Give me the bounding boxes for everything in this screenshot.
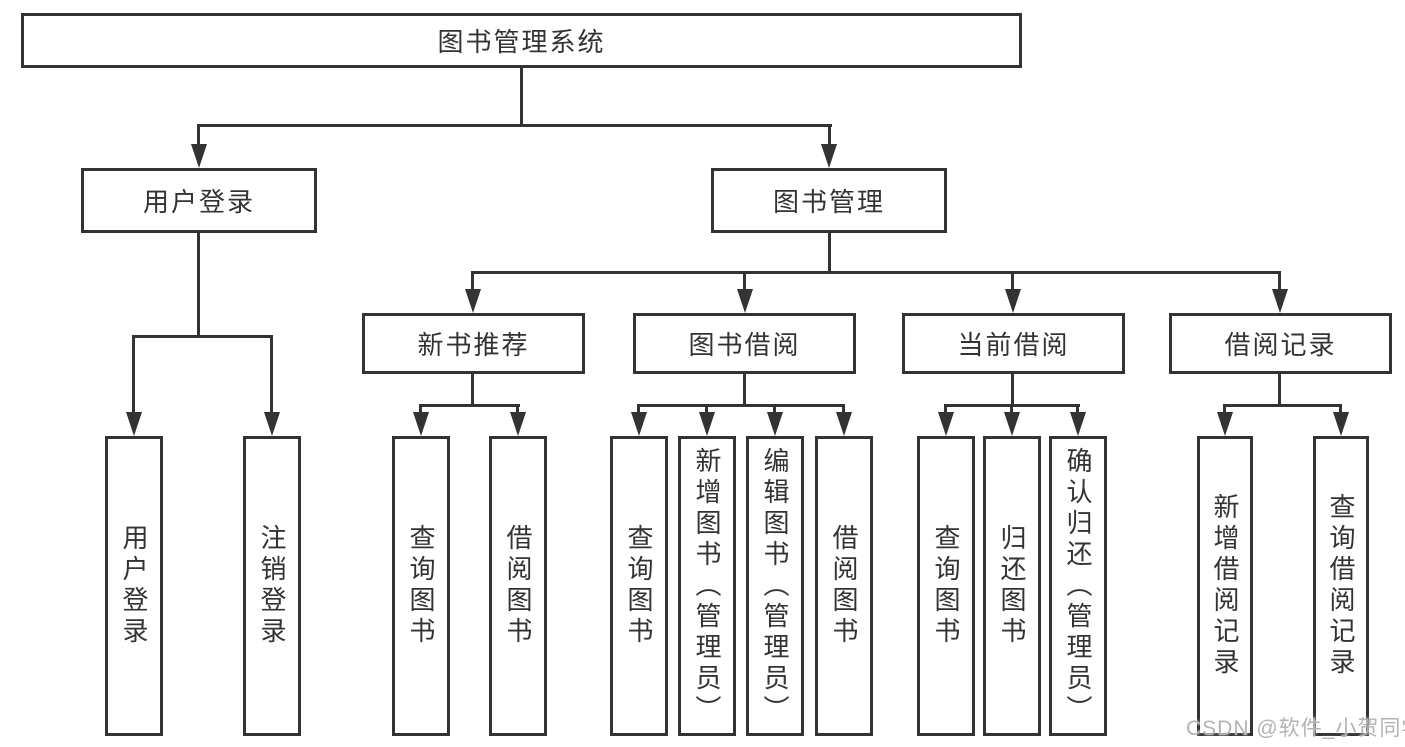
arrowhead: [1217, 412, 1233, 436]
node-book-management-label: 图书管理: [772, 187, 885, 217]
csdn-watermark: CSDN @软件_小贺同学: [1186, 717, 1405, 740]
leaf-logout-label: 注销登录: [257, 524, 287, 648]
connector-user-login-drop-1: [132, 335, 135, 415]
connector-book-management-drop-2: [743, 271, 746, 293]
connector-user-login-drop-2: [270, 335, 273, 415]
node-user-login: 用户登录: [81, 168, 317, 233]
connector-book-management-drop-3: [1011, 271, 1014, 293]
connector-book-borrowing-hline: [637, 404, 845, 407]
connector-root-drop-left: [197, 124, 200, 148]
leaf-query-books-borrowing-label: 查询图书: [624, 524, 654, 648]
leaf-confirm-return-admin: 确认归还（管理员）: [1049, 436, 1107, 736]
connector-book-borrowing-drop-4: [842, 404, 845, 416]
leaf-query-books-recommend: 查询图书: [392, 436, 450, 736]
leaf-borrow-books-recommend-label: 借阅图书: [503, 524, 533, 648]
leaf-borrow-books-label: 借阅图书: [829, 524, 859, 648]
leaf-edit-books-admin-label: 编辑图书（管理员）: [760, 446, 790, 726]
connector-book-borrowing-drop-2: [705, 404, 708, 416]
leaf-return-books-label: 归还图书: [997, 524, 1027, 648]
connector-book-management-hline: [471, 271, 1281, 274]
leaf-query-borrow-record-label: 查询借阅记录: [1326, 493, 1356, 679]
connector-new-book-hline: [419, 404, 520, 407]
connector-new-book-stem: [471, 374, 474, 407]
connector-root-stem: [520, 68, 523, 127]
arrowhead: [1004, 412, 1020, 436]
arrowhead: [1005, 289, 1021, 313]
node-current-borrowing-label: 当前借阅: [957, 330, 1070, 360]
connector-book-borrowing-stem: [743, 374, 746, 407]
arrowhead: [767, 412, 783, 436]
arrowhead: [465, 289, 481, 313]
connector-book-borrowing-drop-1: [637, 404, 640, 416]
arrowhead: [191, 144, 207, 168]
node-book-borrowing: 图书借阅: [633, 313, 856, 374]
leaf-query-books-borrowing: 查询图书: [610, 436, 668, 736]
leaf-query-books-current: 查询图书: [917, 436, 975, 736]
arrowhead: [1272, 289, 1288, 313]
connector-user-login-stem: [197, 233, 200, 338]
node-new-book-recommendation-label: 新书推荐: [417, 330, 530, 360]
node-user-login-label: 用户登录: [142, 187, 255, 217]
arrowhead: [631, 412, 647, 436]
leaf-borrow-books-recommend: 借阅图书: [489, 436, 547, 736]
connector-book-management-stem: [828, 233, 831, 274]
node-book-borrowing-label: 图书借阅: [688, 330, 801, 360]
leaf-add-borrow-record-label: 新增借阅记录: [1210, 493, 1240, 679]
connector-book-management-drop-1: [471, 271, 474, 293]
connector-book-management-drop-4: [1278, 271, 1281, 293]
leaf-borrow-books: 借阅图书: [815, 436, 873, 736]
leaf-add-borrow-record: 新增借阅记录: [1197, 436, 1253, 736]
leaf-return-books: 归还图书: [983, 436, 1041, 736]
connector-root-drop-right: [828, 124, 831, 148]
arrowhead: [938, 412, 954, 436]
arrowhead: [510, 412, 526, 436]
node-library-management-system-label: 图书管理系统: [437, 27, 606, 57]
node-library-management-system: 图书管理系统: [21, 13, 1022, 68]
connector-current-borrowing-stem: [1011, 374, 1014, 407]
connector-borrowing-records-hline: [1223, 404, 1342, 407]
arrowhead: [264, 412, 280, 436]
node-current-borrowing: 当前借阅: [902, 313, 1125, 374]
leaf-user-login-label: 用户登录: [119, 524, 149, 648]
connector-current-borrowing-drop-3: [1076, 404, 1079, 416]
leaf-query-books-recommend-label: 查询图书: [406, 524, 436, 648]
leaf-user-login: 用户登录: [105, 436, 163, 736]
node-borrowing-records-label: 借阅记录: [1224, 330, 1337, 360]
arrowhead: [1333, 412, 1349, 436]
arrowhead: [413, 412, 429, 436]
arrowhead: [1070, 412, 1086, 436]
leaf-query-borrow-record: 查询借阅记录: [1313, 436, 1369, 736]
connector-borrowing-records-drop-1: [1223, 404, 1226, 416]
leaf-query-books-current-label: 查询图书: [931, 524, 961, 648]
connector-new-book-drop-1: [419, 404, 422, 416]
node-borrowing-records: 借阅记录: [1169, 313, 1392, 374]
connector-user-login-hline: [132, 335, 273, 338]
node-book-management: 图书管理: [711, 168, 947, 233]
connector-borrowing-records-stem: [1278, 374, 1281, 407]
leaf-add-books-admin-label: 新增图书（管理员）: [692, 446, 722, 726]
arrowhead: [821, 144, 837, 168]
leaf-logout: 注销登录: [243, 436, 301, 736]
node-new-book-recommendation: 新书推荐: [362, 313, 585, 374]
connector-current-borrowing-drop-2: [1010, 404, 1013, 416]
arrowhead: [737, 289, 753, 313]
connector-current-borrowing-drop-1: [944, 404, 947, 416]
leaf-edit-books-admin: 编辑图书（管理员）: [746, 436, 804, 736]
connector-book-borrowing-drop-3: [773, 404, 776, 416]
arrowhead: [699, 412, 715, 436]
leaf-add-books-admin: 新增图书（管理员）: [678, 436, 736, 736]
arrowhead: [836, 412, 852, 436]
connector-root-hline: [197, 124, 832, 127]
leaf-confirm-return-admin-label: 确认归还（管理员）: [1063, 446, 1093, 726]
arrowhead: [126, 412, 142, 436]
connector-new-book-drop-2: [516, 404, 519, 416]
connector-borrowing-records-drop-2: [1339, 404, 1342, 416]
